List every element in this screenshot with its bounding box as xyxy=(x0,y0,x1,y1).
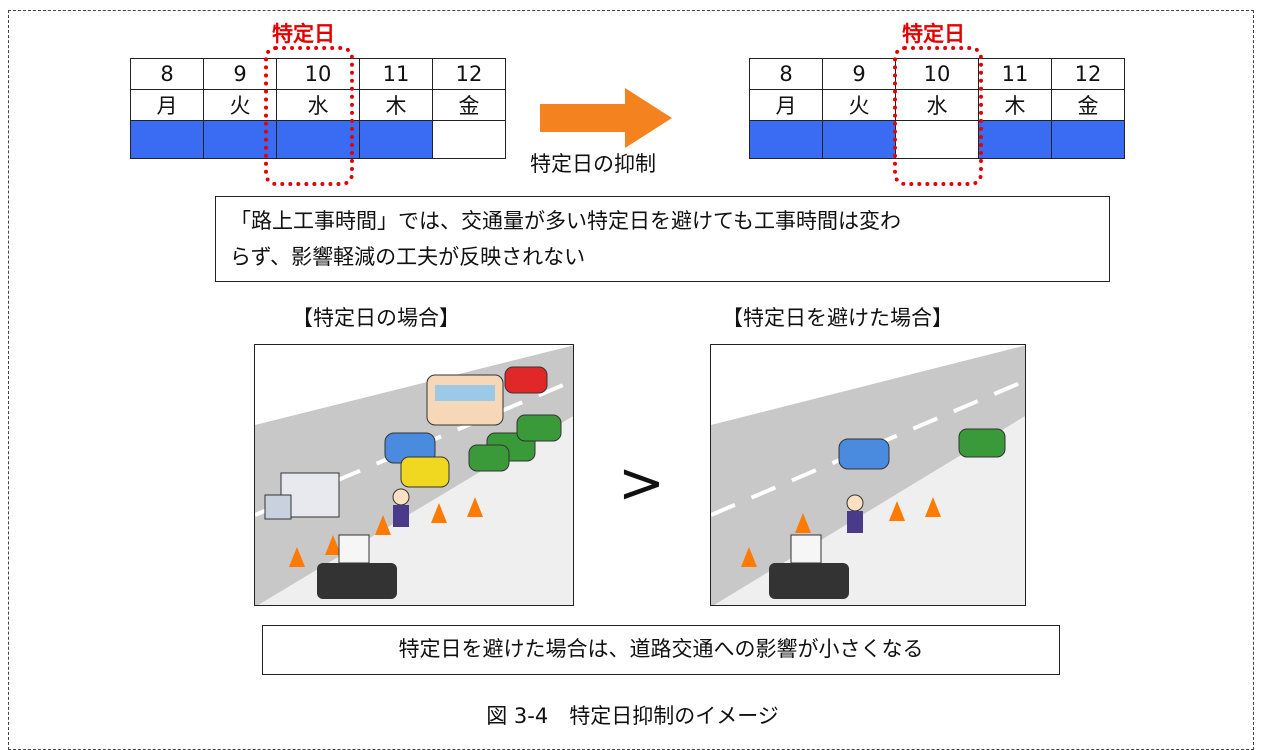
work-row xyxy=(749,120,1125,159)
work-cell xyxy=(1051,120,1125,159)
light-road-illustration xyxy=(711,345,1025,605)
note-top: 「路上工事時間」では、交通量が多い特定日を避けても工事時間は変わ らず、影響軽減… xyxy=(215,196,1110,282)
day-cell: 9 xyxy=(822,58,896,90)
work-cell xyxy=(749,120,823,159)
work-row xyxy=(130,120,506,159)
figure-caption: 図 3-4 特定日抑制のイメージ xyxy=(486,704,779,728)
weekday-cell: 金 xyxy=(432,89,506,121)
day-cell: 11 xyxy=(359,58,433,90)
scene-caption-right: 【特定日を避けた場合】 xyxy=(722,306,953,330)
special-day-highlight-left xyxy=(264,46,354,186)
day-cell: 11 xyxy=(978,58,1052,90)
weekday-cell: 木 xyxy=(978,89,1052,121)
weekday-cell: 月 xyxy=(749,89,823,121)
arrow-label: 特定日の抑制 xyxy=(530,152,656,176)
work-cell xyxy=(895,120,979,159)
note-bottom: 特定日を避けた場合は、道路交通への影響が小さくなる xyxy=(262,625,1060,675)
weekday-cell: 月 xyxy=(130,89,204,121)
calendar-after: 8 9 10 11 12 月 火 水 木 金 xyxy=(749,58,1125,159)
work-cell xyxy=(130,120,204,159)
scene-congested xyxy=(254,344,574,606)
weekday-cell: 金 xyxy=(1051,89,1125,121)
work-cell xyxy=(978,120,1052,159)
day-cell: 8 xyxy=(749,58,823,90)
day-cell: 12 xyxy=(432,58,506,90)
day-cell: 8 xyxy=(130,58,204,90)
weekday-cell: 火 xyxy=(822,89,896,121)
congested-road-illustration xyxy=(255,345,573,605)
day-cell: 12 xyxy=(1051,58,1125,90)
note-top-line: 「路上工事時間」では、交通量が多い特定日を避けても工事時間は変わ xyxy=(230,209,901,233)
special-day-label-left: 特定日 xyxy=(272,22,335,46)
scene-light-traffic xyxy=(710,344,1026,606)
greater-than-sign: > xyxy=(618,451,665,516)
special-day-highlight-right xyxy=(893,46,983,186)
work-cell xyxy=(822,120,896,159)
special-day-label-right: 特定日 xyxy=(902,22,965,46)
right-arrow-icon xyxy=(540,88,672,148)
work-cell xyxy=(359,120,433,159)
note-top-line: らず、影響軽減の工夫が反映されない xyxy=(230,245,586,269)
scene-caption-left: 【特定日の場合】 xyxy=(292,306,460,330)
weekday-cell: 木 xyxy=(359,89,433,121)
work-cell xyxy=(432,120,506,159)
